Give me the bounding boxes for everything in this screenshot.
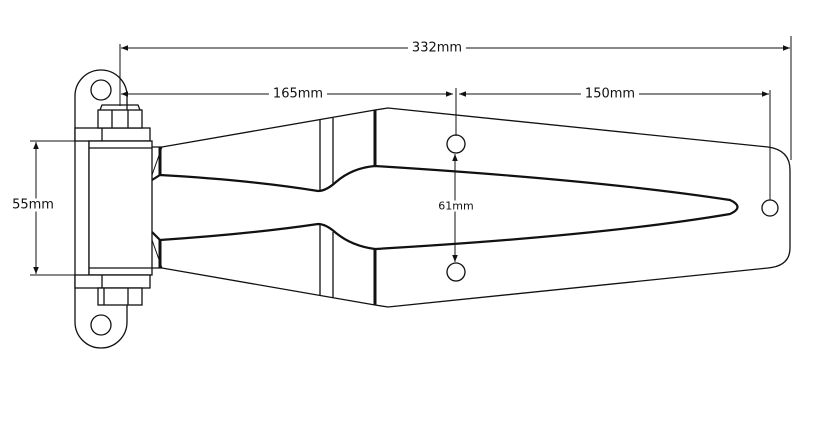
top-band: [74, 127, 151, 142]
arm-hole-bottom: [446, 262, 466, 282]
dim-label-150: 150mm: [580, 87, 640, 101]
dim-label-55: 55mm: [8, 198, 58, 212]
barrel: [88, 140, 153, 276]
arm-slot: [151, 164, 739, 251]
bottom-nut: [97, 287, 143, 306]
top-nut: [97, 109, 143, 129]
hinge-arm: [152, 107, 791, 308]
dim-label-165: 165mm: [268, 87, 328, 101]
dim-label-overall: 332mm: [407, 41, 467, 55]
dim-label-61: 61mm: [436, 199, 476, 213]
bottom-band: [74, 274, 151, 289]
plate-hole-top: [90, 79, 112, 101]
arm-hole-end: [761, 199, 779, 217]
plate-hole-bottom: [90, 314, 112, 336]
arm-hole-top: [446, 134, 466, 154]
